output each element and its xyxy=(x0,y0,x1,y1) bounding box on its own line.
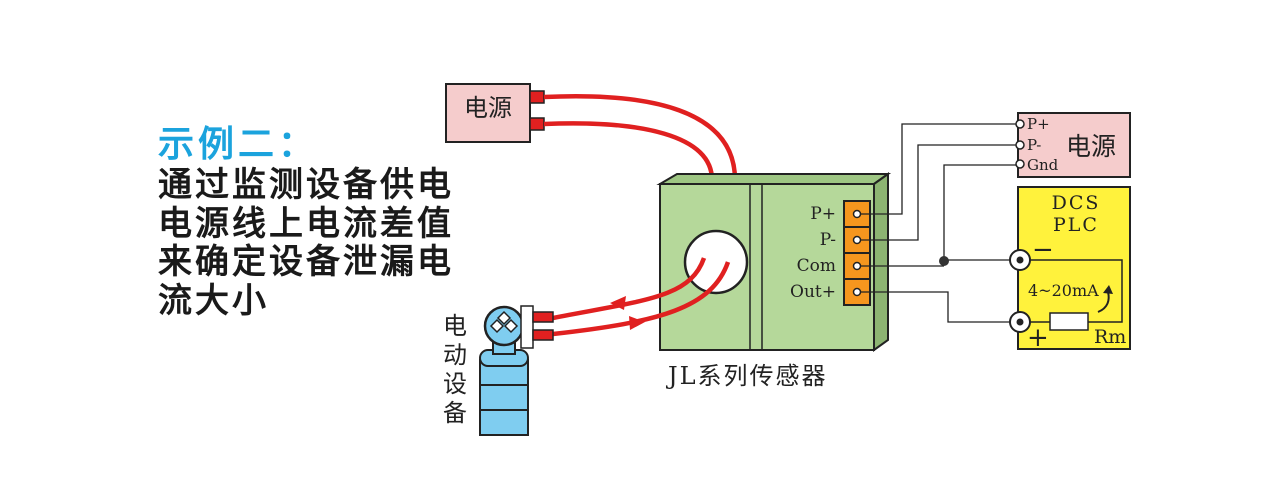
equipment-label-char: 设 xyxy=(443,370,467,398)
sensor-terminal-block xyxy=(843,200,871,306)
example-title: 示例二： xyxy=(158,124,319,165)
gnd-junction xyxy=(939,256,949,266)
equipment-label-char: 动 xyxy=(443,341,467,369)
current-range-label: 4~20mA xyxy=(1028,281,1099,300)
flow-arrow-in xyxy=(629,316,645,330)
equipment-label-char: 备 xyxy=(443,399,467,427)
psu-box xyxy=(1017,112,1131,178)
load-cable-lower xyxy=(552,261,731,337)
description-line: 流大小 xyxy=(158,280,269,321)
dcs-minus-sign: − xyxy=(1032,235,1054,265)
description-text: 通过监测设备供电 电源线上电流差值 来确定设备泄漏电 流大小 xyxy=(158,166,454,320)
load-cable-upper xyxy=(552,257,707,321)
dcs-title: DCS xyxy=(1051,192,1101,214)
dcs-plus-sign: + xyxy=(1027,323,1049,353)
description-line: 通过监测设备供电 xyxy=(158,165,454,205)
terminal-label-p-minus: P- xyxy=(819,230,836,250)
sensor-label: JL系列传感器 xyxy=(668,362,828,390)
terminal-label-com: Com xyxy=(796,256,836,276)
power-source-label: 电源 xyxy=(464,94,512,122)
power-source-plug xyxy=(529,90,545,131)
description-line: 电源线上电流差值 xyxy=(158,203,454,244)
electric-equipment xyxy=(479,305,554,436)
signal-wires xyxy=(861,123,1016,323)
terminal-label-p-plus: P+ xyxy=(810,204,836,224)
psu-terminal-p-plus: P+ xyxy=(1027,115,1050,133)
current-arrow xyxy=(1097,291,1110,313)
psu-terminal-gnd: Gnd xyxy=(1027,156,1059,174)
flow-arrow-out xyxy=(610,296,626,310)
sensor-body xyxy=(656,172,892,352)
psu-label: 电源 xyxy=(1066,132,1117,161)
resistor-symbol xyxy=(1049,312,1089,331)
sensor-aperture xyxy=(683,229,749,295)
description-line: 来确定设备泄漏电 xyxy=(158,242,454,282)
power-cable-lower xyxy=(543,121,715,181)
dcs-internal-loop xyxy=(1030,259,1123,323)
psu-terminal-dots xyxy=(1015,119,1025,169)
resistor-label: Rm xyxy=(1094,326,1127,348)
plc-title: PLC xyxy=(1053,214,1099,236)
psu-terminal-p-minus: P- xyxy=(1027,136,1042,154)
power-source-box xyxy=(445,83,531,143)
terminal-label-out-plus: Out+ xyxy=(790,282,836,302)
equipment-label: 电 动 设 备 xyxy=(440,312,470,428)
equipment-label-char: 电 xyxy=(443,312,467,340)
power-cable-upper xyxy=(543,93,738,181)
